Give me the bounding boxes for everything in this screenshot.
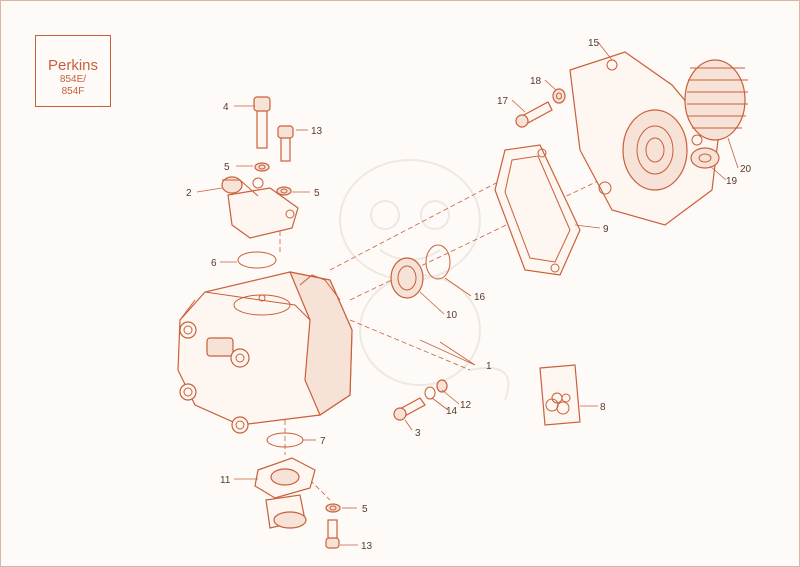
brand-model-line2: 854F	[61, 86, 85, 97]
part-14-washer[interactable]	[424, 386, 436, 400]
part-5-washer-b[interactable]	[276, 186, 292, 196]
part-12-washer[interactable]	[436, 379, 448, 393]
brand-box: Perkins 854E/ 854F	[35, 35, 111, 107]
part-13-bolt-upper[interactable]	[277, 125, 294, 162]
part-10-shaft-seal[interactable]	[390, 257, 424, 299]
callout-15: 15	[588, 38, 600, 49]
callout-2: 2	[186, 188, 192, 199]
part-15-drive-housing[interactable]	[569, 51, 719, 226]
callout-5c: 5	[362, 504, 368, 515]
watermark-mascot-icon	[339, 159, 510, 401]
callout-18: 18	[530, 76, 542, 87]
part-5-washer-c[interactable]	[325, 503, 341, 513]
callout-13b: 13	[361, 541, 373, 552]
callout-6: 6	[211, 258, 217, 269]
callout-10: 10	[446, 310, 458, 321]
callout-16: 16	[474, 292, 486, 303]
part-20-drive-gear[interactable]	[684, 59, 748, 141]
assembly-guide-lines	[279, 159, 601, 501]
part-11-flange-fitting[interactable]	[254, 457, 316, 529]
callout-1: 1	[486, 361, 492, 372]
part-9-gasket[interactable]	[494, 144, 581, 276]
callout-19: 19	[726, 176, 738, 187]
part-19-nut[interactable]	[690, 147, 720, 169]
part-2-elbow-fitting[interactable]	[221, 176, 299, 239]
part-13-bolt-lower[interactable]	[325, 519, 340, 549]
callout-13a: 13	[311, 126, 323, 137]
part-5-washer-a[interactable]	[254, 162, 270, 172]
callout-3: 3	[415, 428, 421, 439]
callout-7: 7	[320, 436, 326, 447]
callout-leader-lines	[196, 41, 739, 546]
part-1-pump-body[interactable]	[177, 271, 353, 434]
brand-model-line1: 854E/	[59, 74, 87, 85]
callout-9: 9	[603, 224, 609, 235]
part-4-bolt[interactable]	[253, 96, 271, 149]
callout-5a: 5	[224, 162, 230, 173]
brand-maker: Perkins	[47, 57, 99, 74]
part-18-washer[interactable]	[552, 88, 566, 104]
callout-labels: 1 2 3 4 5 5 5 6 7 8 9 10 11 12 13 13 14 …	[186, 38, 752, 552]
callout-4: 4	[223, 102, 229, 113]
callout-17: 17	[497, 96, 509, 107]
callout-5b: 5	[314, 188, 320, 199]
callout-12: 12	[460, 400, 472, 411]
callout-14: 14	[446, 406, 458, 417]
part-3-bolt[interactable]	[393, 397, 426, 421]
part-17-bolt[interactable]	[515, 101, 553, 128]
callout-8: 8	[600, 402, 606, 413]
part-6-o-ring[interactable]	[237, 251, 277, 269]
callout-11: 11	[220, 475, 231, 486]
part-16-circlip[interactable]	[425, 244, 451, 280]
part-8-seal-kit[interactable]	[539, 364, 581, 426]
callout-20: 20	[740, 164, 752, 175]
